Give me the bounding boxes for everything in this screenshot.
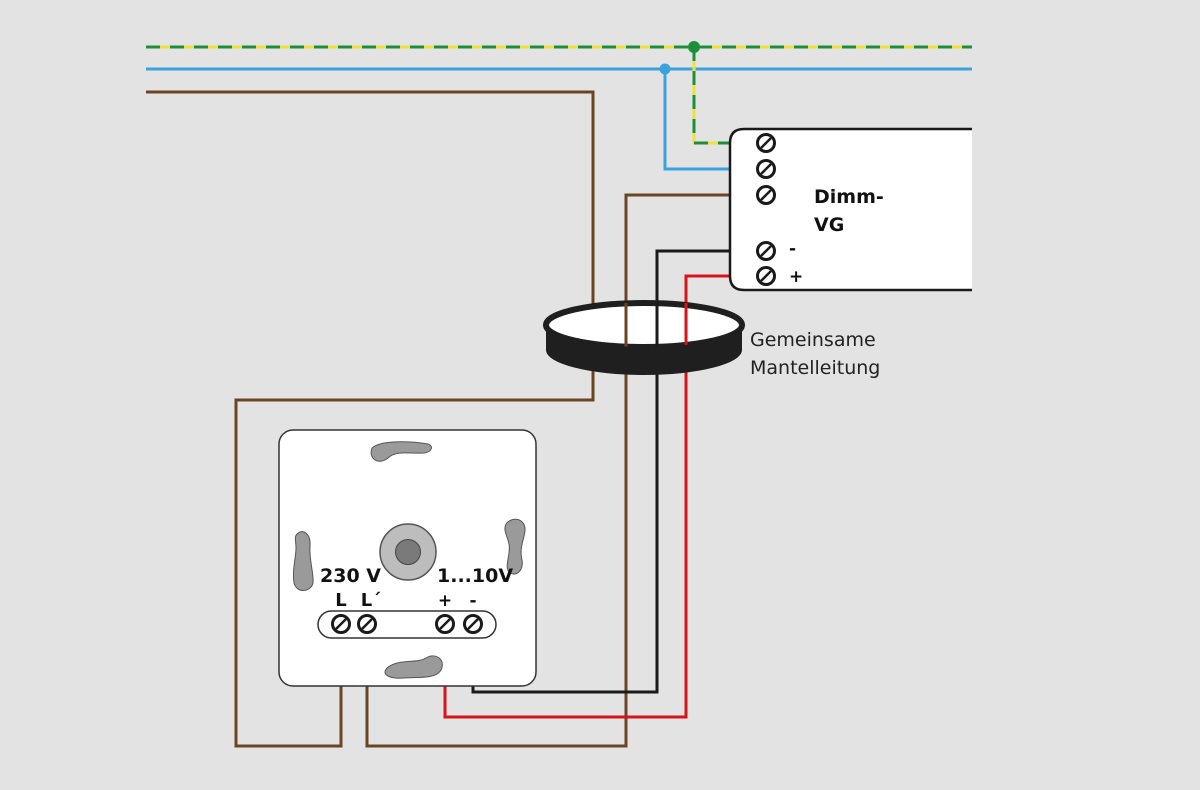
common-cable-sheath [543,300,745,375]
ballast-title-line1: Dimm- [814,186,884,208]
ballast-terminal-minus [756,241,776,261]
fixing-claw-left [292,531,314,591]
cable-label-line1: Gemeinsame [750,329,876,351]
dimmer-control-label: 1...10V [437,565,513,587]
dimmer-terminal-plus-label: + [438,591,452,611]
ballast-terminal-earth [756,133,776,153]
dimmer-terminal-L [331,614,351,634]
dimmer-terminal-minus-label: - [469,591,476,611]
switched-live-wire [365,193,766,748]
fixing-claw-top [370,441,432,462]
ballast-terminal-live [756,185,776,205]
earth-junction-dot [688,41,700,53]
fixing-claw-right [504,518,526,575]
fixing-claw-bottom [384,655,443,679]
dimmer-terminal-Lprime-label: L´ [361,590,381,611]
dimmer-terminal-minus [463,614,483,634]
dimmer-knob [379,523,437,581]
ballast-title-line2: VG [814,214,844,236]
live-line [146,90,595,748]
dimmer-voltage-label: 230 V [320,565,381,587]
ballast-terminal-neutral [756,159,776,179]
ballast-terminal-plus [756,266,776,286]
dimmer-terminal-Lprime [357,614,377,634]
ballast-minus-label: - [789,239,796,259]
dimmer-terminal-plus [435,614,455,634]
ballast-plus-label: + [789,267,803,287]
cable-label-line2: Mantelleitung [750,357,880,379]
neutral-junction-dot [659,63,671,75]
dimmer-terminal-L-label: L [335,590,346,611]
ballast-box [728,127,972,292]
